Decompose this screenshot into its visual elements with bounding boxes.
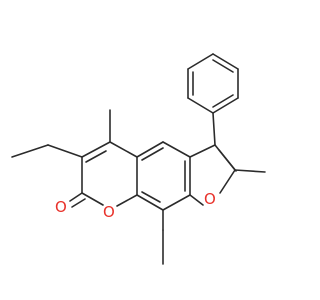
phenyl-ring <box>187 53 239 146</box>
methyl-bonds <box>109 109 266 265</box>
structure-canvas: O O O <box>11 53 266 265</box>
ring-oxygen-pyran-label: O <box>103 203 115 221</box>
ring-oxygen-furan-label: O <box>204 190 216 208</box>
molecule-structure: O O O <box>11 53 266 265</box>
pyranone-ring <box>69 141 138 208</box>
carbonyl-oxygen-label: O <box>55 198 67 216</box>
furan-ring <box>189 144 237 206</box>
benzene-ring-central <box>136 141 191 231</box>
atom-labels: O O O <box>55 190 216 221</box>
ethyl-group <box>11 144 83 158</box>
